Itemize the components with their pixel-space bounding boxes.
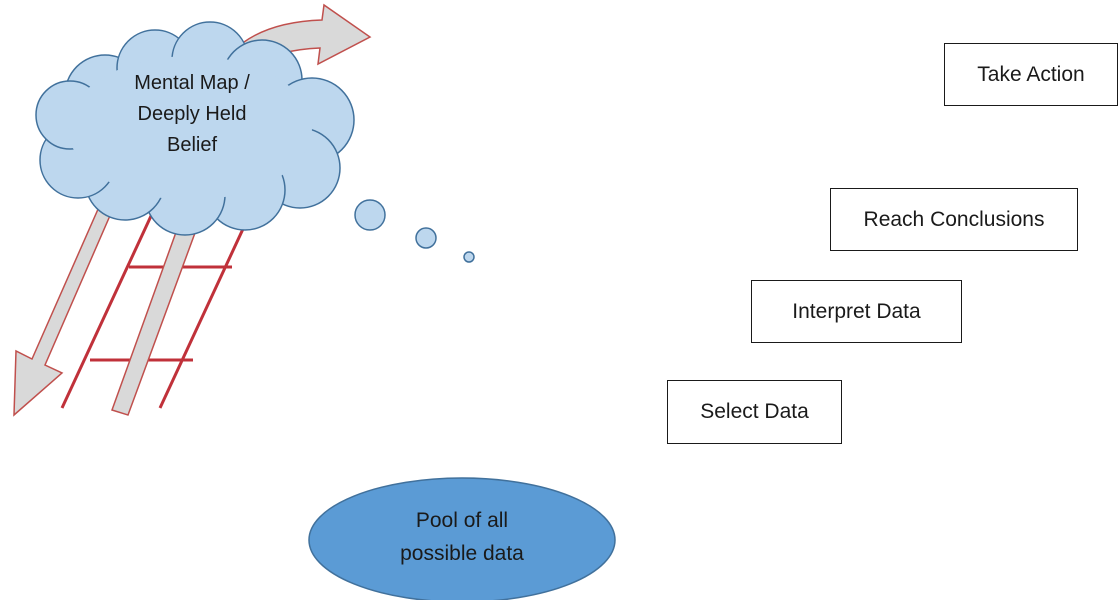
down-arrow <box>13 180 123 417</box>
pool-ellipse <box>308 477 616 600</box>
pool-label-line1: Pool of all <box>415 509 509 532</box>
pool-label: Pool of all possible data <box>362 504 562 570</box>
pool-label-line2: possible data <box>400 542 524 565</box>
cloud-label-line1: Mental Map / <box>134 72 250 94</box>
step-select-data: Select Data <box>667 380 842 444</box>
thought-bubble-small <box>463 251 475 263</box>
thought-bubble-large <box>354 199 386 231</box>
thought-cloud <box>35 21 355 236</box>
thought-bubble-medium <box>415 227 437 249</box>
step-take-action: Take Action <box>944 43 1118 106</box>
cloud-label-line3: Belief <box>166 134 218 156</box>
cloud-label: Mental Map / Deeply Held Belief <box>92 68 292 161</box>
step-reach-conclusions: Reach Conclusions <box>830 188 1078 251</box>
step-interpret-data: Interpret Data <box>751 280 962 343</box>
cloud-label-line2: Deeply Held <box>137 103 247 125</box>
